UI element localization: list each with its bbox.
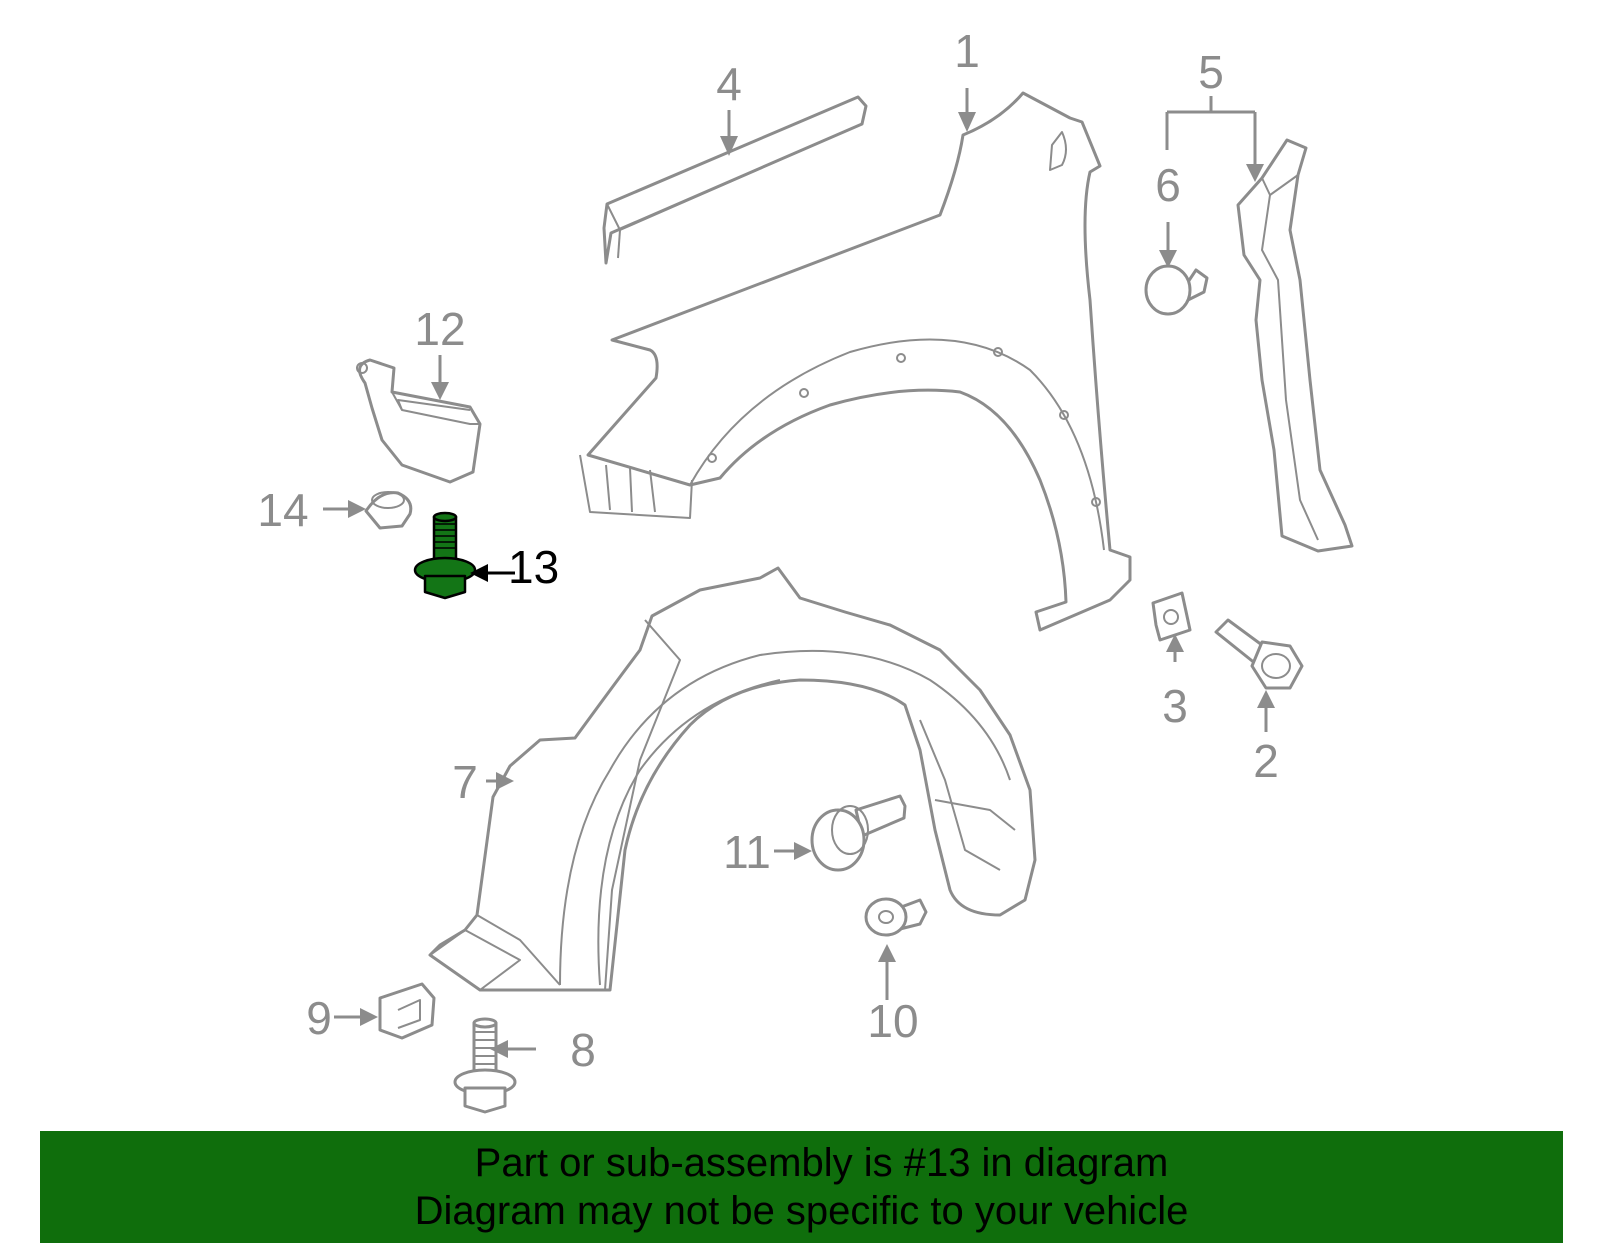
part-14-nut [364, 491, 413, 530]
part-10-clip [864, 897, 928, 937]
callout-9: 9 [306, 992, 332, 1044]
callout-5: 5 [1198, 46, 1224, 98]
part-3-retainer [1151, 591, 1192, 642]
callout-3: 3 [1162, 680, 1188, 732]
callout-7: 7 [452, 756, 478, 808]
part-1-fender [579, 91, 1132, 632]
callout-11: 11 [723, 826, 771, 878]
banner-line-part-number: Part or sub-assembly is #13 in diagram [474, 1141, 1169, 1185]
part-9-clip [378, 982, 436, 1040]
part-11-grommet [810, 794, 907, 872]
part-13-bolt [413, 511, 477, 600]
callout-13: 13 [508, 541, 559, 593]
notice-banner: Part or sub-assembly is #13 in diagram D… [40, 1131, 1563, 1243]
part-2-bolt [1214, 618, 1304, 690]
leader-lines [323, 88, 1275, 1058]
part-7-liner [428, 566, 1037, 992]
callout-8: 8 [570, 1024, 596, 1076]
part-8-bolt [453, 1017, 517, 1114]
banner-line-disclaimer: Diagram may not be specific to your vehi… [414, 1189, 1189, 1233]
callout-14: 14 [257, 484, 308, 536]
part-5-bracket [1236, 138, 1354, 553]
callout-1: 1 [954, 25, 980, 77]
callout-10: 10 [867, 995, 918, 1047]
part-12-bracket [356, 358, 482, 484]
callout-2: 2 [1253, 735, 1279, 787]
callout-12: 12 [414, 303, 465, 355]
callout-labels: 1 2 3 4 5 6 7 8 9 10 11 12 13 14 [257, 25, 1278, 1076]
callout-4: 4 [716, 58, 742, 110]
part-6-clip [1144, 264, 1209, 316]
callout-6: 6 [1155, 159, 1181, 211]
part-4-molding [602, 95, 868, 265]
